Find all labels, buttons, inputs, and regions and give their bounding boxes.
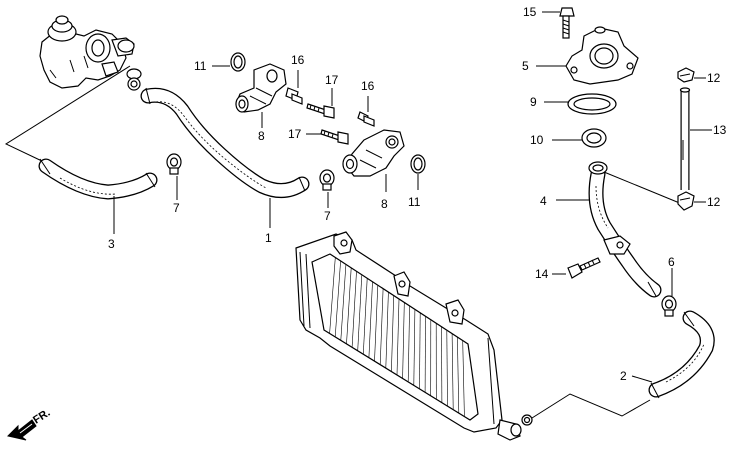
radiator-fin [334,260,341,337]
bolt-16-left [285,87,303,105]
callout-4: 4 [540,194,547,208]
o-ring-11-right [410,154,426,174]
tube-13 [679,87,691,190]
hose-clamp-7-left [166,153,182,175]
hose-clamp-7-right [319,169,335,191]
callout-16-right: 16 [361,79,375,93]
radiator-fin [446,330,448,407]
radiator-fin [363,278,368,355]
leader-line-3-group [4,65,131,163]
leader-line-4-12 [603,171,683,205]
clip-12-bottom [677,191,695,211]
hose-1 [140,87,310,198]
callout-16-left: 16 [291,53,305,67]
radiator-fin [391,295,394,372]
radiator [295,231,533,441]
water-pipe-8-right [342,129,405,177]
hose-clamp-top [126,68,142,91]
leader-line-2-group [531,393,651,419]
callout-10: 10 [530,133,544,147]
radiator-fin [402,302,405,379]
callout-11-right: 11 [408,195,421,209]
thermostat-cover-5 [565,26,639,85]
radiator-fin [451,333,454,410]
radiator-fin [419,312,421,389]
radiator-fin [368,281,373,358]
front-direction-arrow-icon [7,419,37,441]
radiator-fin [357,274,363,351]
bolt-16-right [357,111,375,127]
water-pipe-8-left [235,63,287,113]
callout-2: 2 [620,369,627,383]
radiator-fin [329,257,336,334]
radiator-fin [413,309,416,386]
hose-3 [38,158,158,200]
clip-12-top [677,67,695,83]
callout-14: 14 [535,267,549,281]
leader-2 [631,375,653,383]
radiator-fin [462,340,465,417]
radiator-fin [351,271,357,348]
callout-3: 3 [108,237,115,251]
callout-7-right: 7 [324,209,331,223]
radiator-fin [457,337,460,414]
callout-6: 6 [668,255,675,269]
bolt-14 [567,257,601,279]
bolt-17-middle [320,129,349,145]
thermostat-housing-assembly [39,15,135,89]
callout-15: 15 [523,5,537,19]
o-ring-10 [581,128,607,148]
radiator-fin [379,288,384,365]
callout-8-right: 8 [381,197,388,211]
gasket-9 [567,93,617,115]
radiator-fin [374,285,379,362]
bolt-17-top [306,103,335,119]
callout-9: 9 [530,95,537,109]
hose-2 [648,310,715,399]
radiator-fin [346,267,352,344]
callout-12-top: 12 [707,71,721,85]
callout-8-left: 8 [258,129,265,143]
callout-17-top: 17 [325,73,339,87]
callout-12-bottom: 12 [707,195,721,209]
callout-5: 5 [522,59,529,73]
callout-1: 1 [265,231,272,245]
radiator-fin [396,298,400,376]
callout-11-left: 11 [194,59,207,73]
callout-13: 13 [713,123,727,137]
hose-clamp-6 [661,295,677,317]
o-ring-11-left [230,52,246,72]
radiator-fin [407,305,410,382]
bolt-15 [559,7,575,39]
callout-17-middle: 17 [288,127,302,141]
radiator-fin [340,264,347,341]
water-pipe-4 [588,161,662,298]
radiator-fin [385,292,389,369]
callout-7-left: 7 [173,201,180,215]
